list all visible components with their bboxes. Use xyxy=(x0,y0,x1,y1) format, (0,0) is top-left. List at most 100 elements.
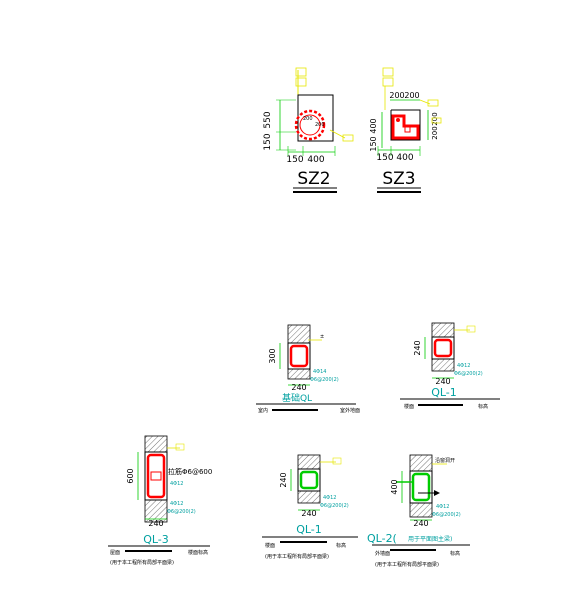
ql-1b-floor-left: 楼面 xyxy=(265,542,275,549)
sz2-stirrup xyxy=(299,114,321,136)
ql-a-caption: 基础QL xyxy=(282,392,312,404)
ql-3-rebar-bottom: 4Φ12 xyxy=(170,501,183,507)
ql-2-arrow-head xyxy=(434,490,440,496)
ql-b-rebar-stirrup: Φ6@200(2) xyxy=(454,371,483,377)
ql-2-width: 240 xyxy=(413,519,428,528)
sz3-dim-w2: 400 xyxy=(396,153,413,163)
sz3-dim-top-2: 200 xyxy=(404,91,419,100)
sz2-note-1: 200 xyxy=(303,116,313,122)
ql-b-caption: QL-1 xyxy=(431,386,457,399)
sz3-dim-w1: 150 xyxy=(376,153,393,163)
sz3-column-outline xyxy=(390,109,421,141)
sz2-annotation-box xyxy=(295,67,307,77)
ql-2-wall-top xyxy=(409,454,433,472)
ql-b-annotation-box xyxy=(466,325,476,333)
sz3-title: SZ3 xyxy=(382,169,415,189)
ql-1b-annotation-box xyxy=(332,457,342,465)
ql-3-floor-left: 屋面 xyxy=(110,550,120,556)
ql-b-floor-left: 楼面 xyxy=(404,403,414,410)
sz2-note-2: 200 xyxy=(315,122,325,128)
sz3-annotation-box-right xyxy=(427,99,439,107)
ql-a-wall-top xyxy=(287,324,311,344)
sz2-title: SZ2 xyxy=(297,169,330,189)
ql-3-height: 600 xyxy=(126,468,135,483)
sz3-rebar-l xyxy=(391,114,420,140)
sz3-detail: 200 200 400 150 200 200 150 400 SZ3 xyxy=(369,67,442,193)
ql-2-note: (用于本工程所有局部平面梁) xyxy=(375,561,439,568)
ql-a-level-mark: ± xyxy=(320,334,324,340)
ql-3-rebar-stirrup: Φ6@200(2) xyxy=(167,509,196,515)
ql-3-floor-right: 楼面标高 xyxy=(188,549,208,556)
ql-b-wall-top xyxy=(431,322,455,338)
ql-3-rebar-top: 4Φ12 xyxy=(170,481,183,487)
ql-1b-rebar xyxy=(299,470,319,490)
ql-a-rebar-top: 4Φ14 xyxy=(313,369,326,375)
ql-a-floor-right: 室外地面 xyxy=(340,407,360,414)
ql-1b-width: 240 xyxy=(301,509,316,518)
sz3-rebar-inner xyxy=(404,126,411,133)
ql-b-width: 240 xyxy=(435,377,450,386)
sz3-dim-right-2: 200 xyxy=(431,112,439,125)
ql-2-floor-right: 标高 xyxy=(450,550,460,557)
sz2-dim-w1: 150 xyxy=(286,155,303,165)
ql-3-rebar-mid: 拉筋Φ6@600 xyxy=(168,467,212,476)
ql-b-detail: 240 4Φ12 Φ6@200(2) 240 QL-1 楼面 标高 xyxy=(400,322,500,410)
sz2-annotation-box xyxy=(295,77,307,87)
ql-b-height: 240 xyxy=(413,340,422,355)
sz3-bar xyxy=(396,118,400,122)
ql-1b-height: 240 xyxy=(279,472,288,487)
ql-1b-caption: QL-1 xyxy=(296,523,322,536)
ql-1b-note: (用于本工程所有局部平面梁) xyxy=(265,553,329,560)
ql-3-caption: QL-3 xyxy=(143,533,169,546)
sz2-dim-w2: 400 xyxy=(307,155,324,165)
sz2-detail: 200 200 550 150 150 400 SZ2 xyxy=(263,67,354,193)
ql-3-detail: 600 拉筋Φ6@600 4Φ12 4Φ12 Φ6@200(2) 240 QL-… xyxy=(108,435,212,566)
ql-2-height: 400 xyxy=(390,479,399,494)
ql-a-height: 300 xyxy=(268,348,277,363)
ql-a-floor-left: 室内 xyxy=(258,407,268,414)
ql-1b-detail: 240 4Φ12 Φ6@200(2) 240 QL-1 楼面 标高 (用于本工程… xyxy=(262,454,358,560)
ql-1b-wall-top xyxy=(297,454,321,470)
ql-3-wall-top xyxy=(144,435,168,453)
ql-b-rebar xyxy=(433,338,453,358)
sz3-leader-right xyxy=(419,99,431,105)
ql-1b-rebar-stirrup: Φ6@200(2) xyxy=(320,503,349,509)
sz3-annotation-box xyxy=(382,67,394,77)
ql-1b-rebar-top: 4Φ12 xyxy=(323,495,336,501)
ql-a-rebar xyxy=(289,344,309,368)
ql-b-wall-bottom xyxy=(431,358,455,372)
ql-2-floor-left: 外墙面 xyxy=(375,550,390,557)
sz3-dim-right-1: 200 xyxy=(431,126,439,139)
ql-3-note: (用于本工程所有局部平面梁) xyxy=(110,559,174,566)
ql-b-rebar-top: 4Φ12 xyxy=(457,363,470,369)
ql-3-tie xyxy=(150,471,162,481)
ql-2-detail: 沿窗洞开 400 4Φ12 Φ6@200(2) 240 QL-2( 用于平面图主… xyxy=(367,454,470,568)
sz2-leader-right xyxy=(329,129,346,139)
ql-a-wall-bottom xyxy=(287,368,311,380)
ql-2-rebar-top: 4Φ12 xyxy=(436,504,449,510)
ql-a-detail: ± 300 4Φ14 Φ6@200(2) 240 基础QL 室内 室外地面 xyxy=(256,324,360,414)
ql-a-width: 240 xyxy=(291,383,306,392)
sz2-dim-top: 550 xyxy=(263,111,273,128)
ql-1b-wall-bottom xyxy=(297,490,321,504)
sz3-dim-left-1: 400 xyxy=(369,118,378,133)
sz2-rebar-ring xyxy=(294,109,326,141)
ql-3-wall-bottom xyxy=(144,499,168,523)
ql-a-rebar-stirrup: Φ6@200(2) xyxy=(310,377,339,383)
ql-2-wall-bottom xyxy=(409,502,433,518)
ql-3-annotation-box xyxy=(175,443,185,451)
sz3-annotation-box xyxy=(382,77,394,87)
ql-2-rebar-stirrup: Φ6@200(2) xyxy=(432,512,461,518)
ql-3-rebar xyxy=(146,453,166,499)
ql-2-rebar xyxy=(411,472,431,502)
ql-2-caption: QL-2( xyxy=(367,532,397,545)
sz3-dim-left-2: 150 xyxy=(369,136,378,151)
ql-3-width: 240 xyxy=(148,519,163,528)
sz2-dim-bottom: 150 xyxy=(263,133,273,150)
sz3-dim-top-1: 200 xyxy=(389,91,404,100)
ql-2-side-note: 沿窗洞开 xyxy=(435,457,455,464)
ql-2-caption-note: 用于平面图主梁) xyxy=(408,535,452,543)
ql-1b-floor-right: 标高 xyxy=(336,542,346,549)
sz3-annotation-box-side xyxy=(431,117,442,124)
